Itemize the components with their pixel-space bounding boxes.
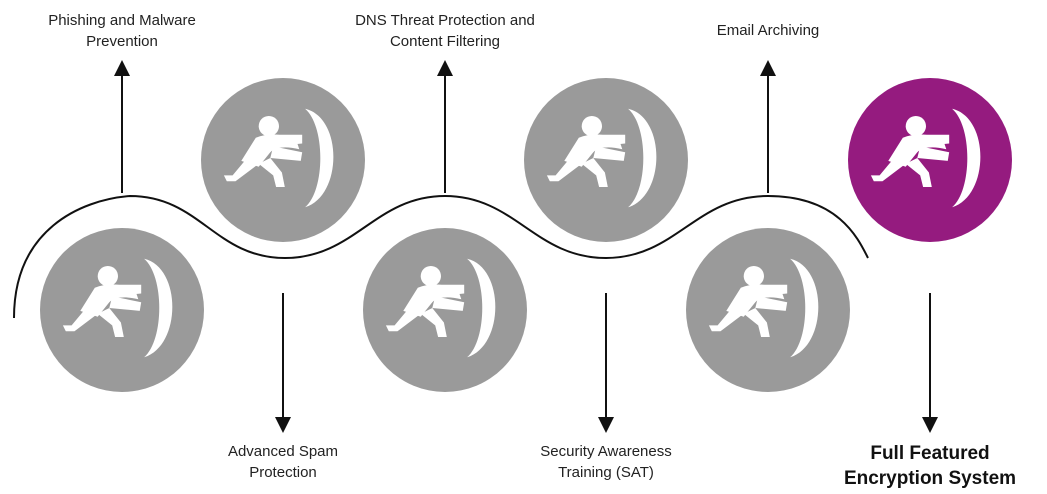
step-circle-5 xyxy=(686,228,850,392)
step-label-line: Training (SAT) xyxy=(558,464,654,481)
step-label-line: Content Filtering xyxy=(389,33,501,50)
step-label-line: Protection xyxy=(249,464,317,481)
step-circle-2 xyxy=(201,78,365,242)
step-label-line: Encryption System xyxy=(843,468,1017,489)
step-circle-4 xyxy=(524,78,688,242)
connector-wave xyxy=(13,194,869,319)
step-label-line: Advanced Spam xyxy=(227,443,339,460)
step-label-line: DNS Threat Protection and xyxy=(355,12,535,29)
step-label-line: Email Archiving xyxy=(716,22,820,39)
step-label-line: Phishing and Malware xyxy=(48,12,196,29)
step-label-line: Prevention xyxy=(86,33,158,50)
step-label-5: Email Archiving xyxy=(638,20,898,41)
step-circle-6 xyxy=(848,78,1012,242)
step-label-line: Full Featured xyxy=(870,443,990,464)
step-circle-1 xyxy=(40,228,204,392)
step-label-line: Security Awareness xyxy=(540,443,672,460)
step-circle-3 xyxy=(363,228,527,392)
